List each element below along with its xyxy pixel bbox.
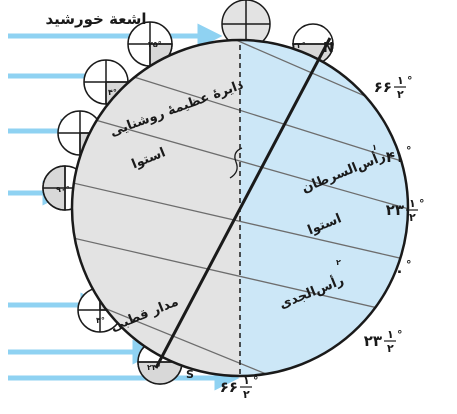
earth-axis bbox=[154, 37, 332, 369]
south-pole-label: S bbox=[186, 368, 194, 381]
latitude-fraction-denominator: ۲ bbox=[397, 88, 404, 101]
globe bbox=[72, 40, 408, 376]
degree-symbol: ° bbox=[407, 74, 413, 87]
angle-label-bottom: ۲۳° bbox=[147, 363, 161, 372]
tropic-capricorn-line bbox=[72, 234, 408, 321]
degree-symbol: ° bbox=[419, 197, 425, 210]
angle-label-left-upper: ۴° bbox=[108, 88, 117, 97]
latitude-whole: ۲۳ bbox=[364, 332, 382, 350]
lat-23-north-label: ۲۳ ۱۲° bbox=[386, 197, 425, 224]
latitude-fraction-numerator: ۱ bbox=[387, 328, 394, 341]
north-pole-label: N bbox=[323, 41, 334, 56]
latitude-whole: ۴۱ bbox=[386, 148, 404, 166]
lat-23-south-label: ۲۳ ۱۲° bbox=[364, 328, 403, 355]
latitude-fraction-denominator: ۲ bbox=[387, 342, 394, 355]
latitude-41-line bbox=[79, 59, 408, 171]
sunlight-label: اشعة خورشيد bbox=[45, 10, 146, 28]
angle-label-left-middle: ۹۰° bbox=[56, 185, 70, 194]
angle-label-top-right: ۲۳° bbox=[292, 41, 306, 50]
degree-symbol: ° bbox=[406, 258, 412, 271]
lat-66-north-label: ۶۶ ۱۲° bbox=[374, 74, 413, 101]
latitude-whole: ۰ bbox=[395, 262, 404, 280]
latitude-whole: ۲۳ bbox=[386, 201, 404, 219]
angle-label-top-left: ۲۵° bbox=[148, 40, 162, 49]
tropic-cancer-index: ۱ bbox=[372, 143, 377, 152]
degree-symbol: ° bbox=[253, 374, 259, 387]
latitude-whole: ۶۶ bbox=[374, 78, 392, 96]
angle-badge-top bbox=[221, 0, 271, 49]
tropic-capricorn-index: ۲ bbox=[336, 258, 341, 267]
angle-badge-left-1 bbox=[127, 21, 173, 67]
equator-line bbox=[72, 179, 408, 266]
degree-symbol: ° bbox=[406, 144, 412, 157]
latitude-fraction-numerator: ۱ bbox=[409, 197, 416, 210]
latitude-fraction-denominator: ۲ bbox=[243, 388, 250, 401]
lat-41-label: ۴۱° bbox=[386, 144, 412, 166]
latitude-fraction-numerator: ۱ bbox=[243, 374, 250, 387]
latitude-whole: ۶۶ bbox=[220, 378, 238, 396]
degree-symbol: ° bbox=[397, 328, 403, 341]
lat-66-south-label: ۶۶ ۱۲° bbox=[220, 374, 259, 401]
latitude-fraction-denominator: ۲ bbox=[409, 211, 416, 224]
latitude-fraction-numerator: ۱ bbox=[397, 74, 404, 87]
label-pointer bbox=[229, 147, 243, 179]
tropic-cancer-line bbox=[72, 109, 408, 216]
sun-rays bbox=[8, 23, 240, 391]
globe-outline bbox=[70, 38, 410, 378]
lat-0-label: ۰° bbox=[395, 258, 412, 280]
angle-label-left-lower: ۴° bbox=[96, 316, 105, 325]
